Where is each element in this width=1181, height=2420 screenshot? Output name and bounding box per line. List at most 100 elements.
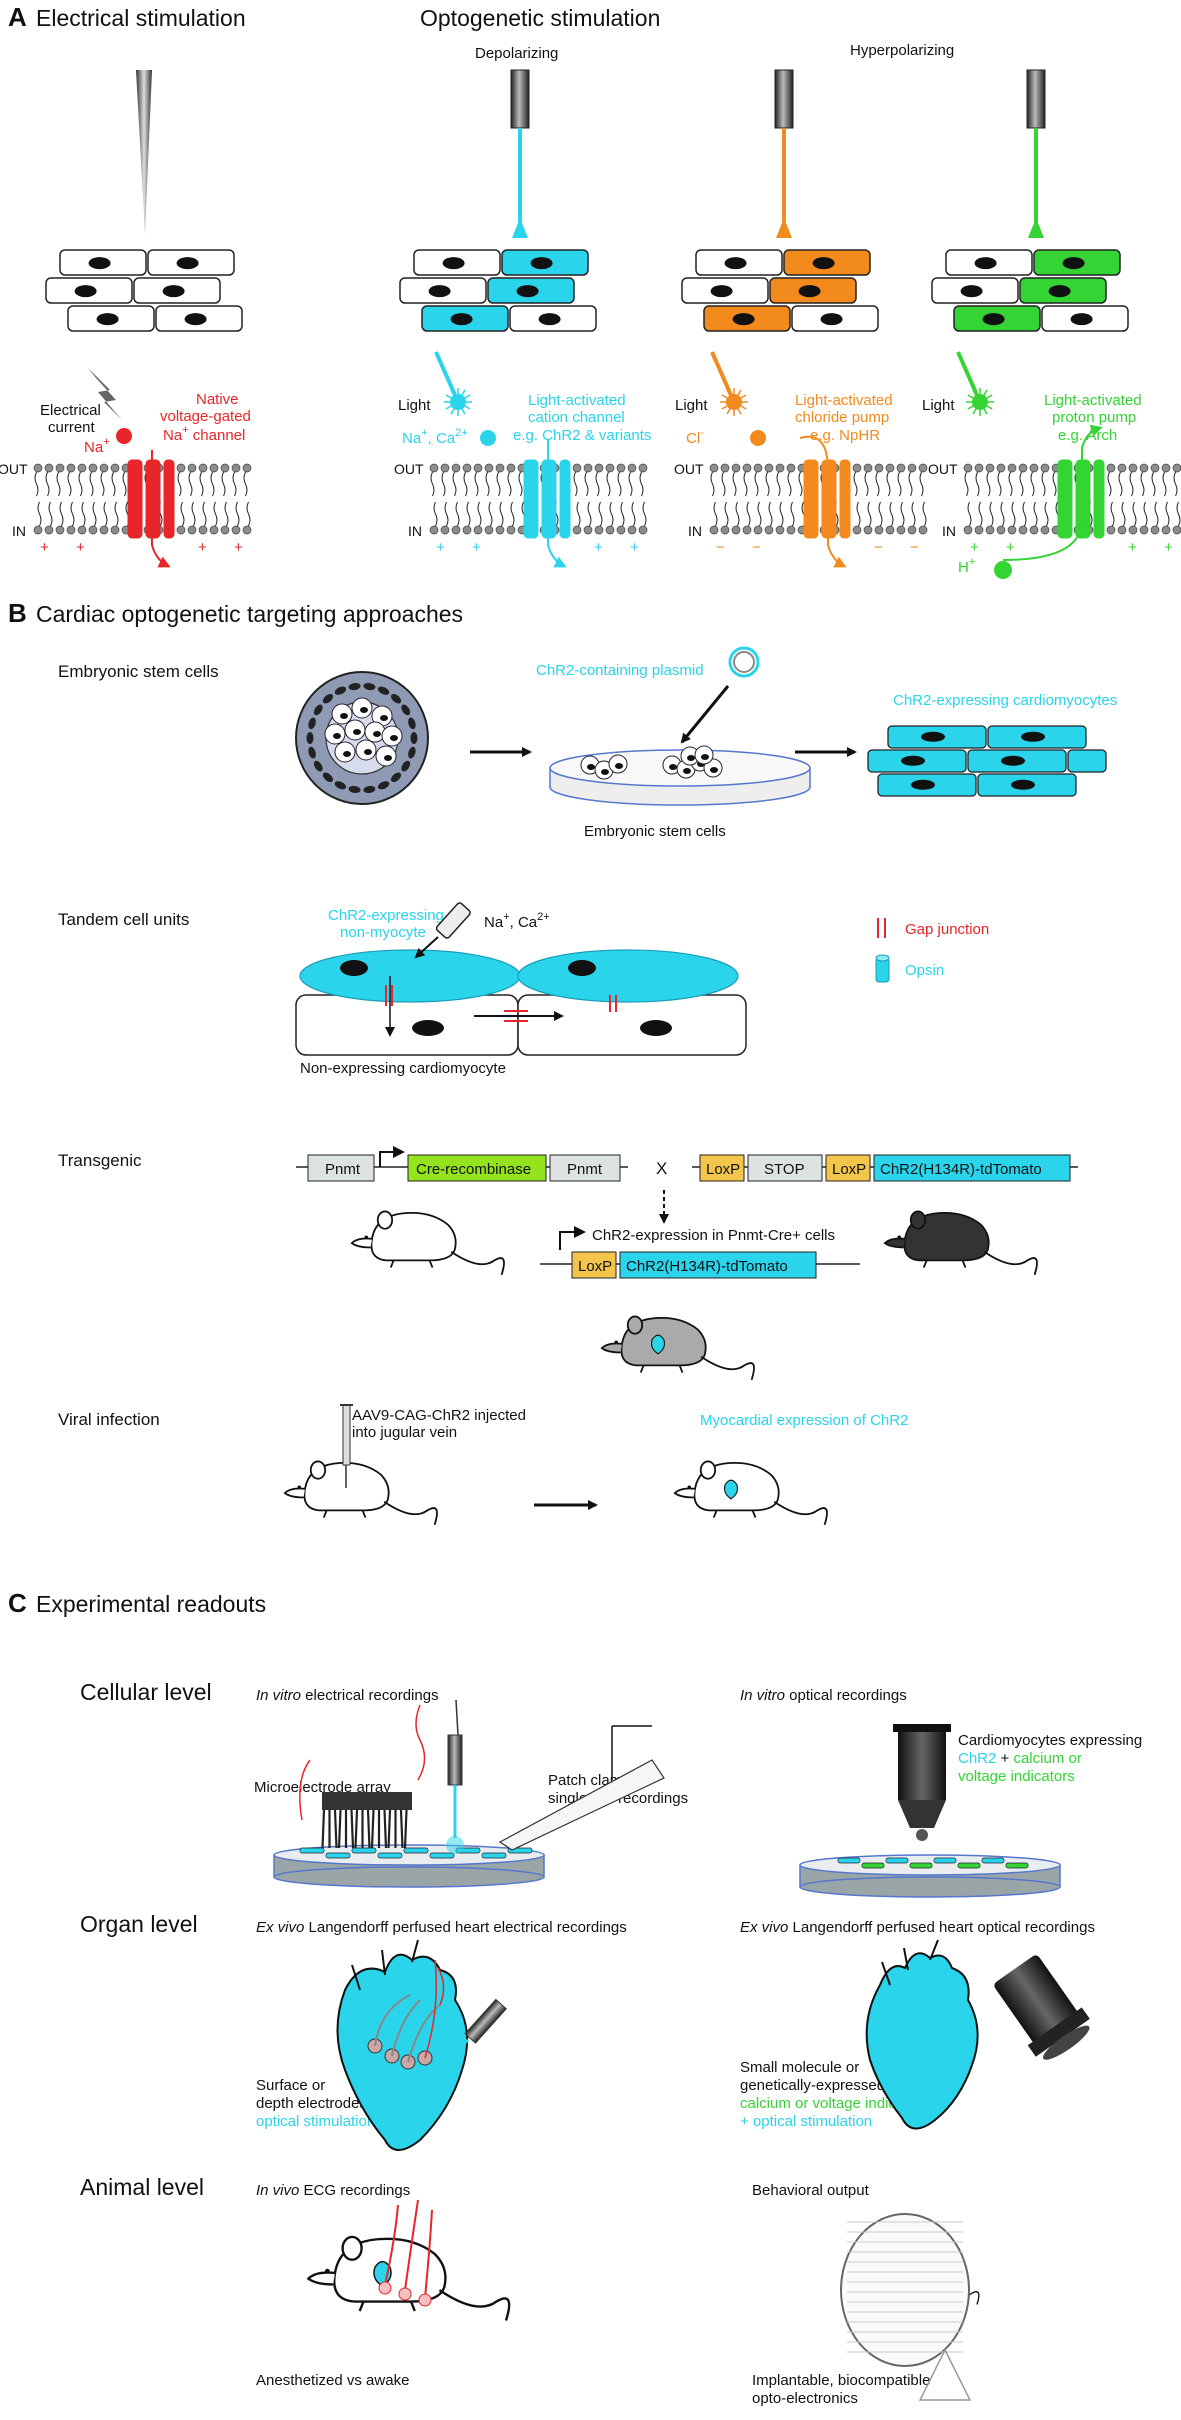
charge-sign: + — [234, 539, 243, 556]
arch-ion-label: H+ — [958, 556, 975, 576]
charge-sign: + — [1164, 539, 1173, 556]
heart-icon — [650, 1334, 666, 1355]
animal-level-label: Animal level — [80, 2174, 204, 2200]
nucleus — [450, 313, 473, 326]
panel-c-letter: C — [8, 1588, 27, 1618]
cellular-right-title: In vitro optical recordings — [740, 1687, 907, 1704]
tandem-diagram — [295, 902, 747, 1056]
chr2-desc-2: cation channel — [528, 409, 625, 426]
white-mouse-icon — [350, 1210, 505, 1276]
depolarizing-label: Depolarizing — [475, 45, 558, 62]
light-burst-icon — [726, 394, 742, 410]
charge-sign: − — [910, 539, 919, 556]
transgenic-result-text: ChR2-expression in Pnmt-Cre+ cells — [592, 1227, 835, 1244]
gap-junction-legend: Gap junction — [905, 921, 989, 938]
native-channel-label-3: Na+ channel — [163, 424, 245, 444]
esc-dish-label: Embryonic stem cells — [584, 823, 726, 840]
cation-dot — [480, 430, 496, 446]
implantable-label-2: opto-electronics — [752, 2390, 858, 2407]
charge-sign: + — [436, 539, 445, 556]
cm-label-2: ChR2 + calcium or — [958, 1750, 1082, 1767]
light-fiber-icon — [510, 69, 530, 129]
nucleus — [710, 285, 733, 298]
anesthetized-label: Anesthetized vs awake — [256, 2372, 409, 2389]
panel-b-letter: B — [8, 598, 27, 628]
cardiomyocyte-label: Non-expressing cardiomyocyte — [300, 1060, 506, 1077]
viral-result: Myocardial expression of ChR2 — [700, 1412, 908, 1429]
tandem-label: Tandem cell units — [58, 910, 189, 929]
ecg-mouse-icon — [306, 2235, 511, 2321]
nucleus — [538, 313, 561, 326]
small-molecule-label-4: + optical stimulation — [740, 2113, 872, 2130]
loxp-1: LoxP — [706, 1161, 740, 1178]
nucleus — [960, 285, 983, 298]
nphr-cell-layer — [681, 249, 879, 332]
electrical-cell-layer — [45, 249, 243, 332]
camera-objective-icon — [898, 1730, 946, 1800]
channel-subunit — [803, 459, 819, 539]
chr2-ion-label: Na+, Ca2+ — [402, 427, 468, 447]
electrical-stimulation-title: Electrical stimulation — [36, 5, 246, 31]
heart-electrical-icon — [336, 1939, 507, 2151]
nphr-ion-label: Cl- — [686, 427, 704, 447]
sodium-ion-label: Na+ — [84, 436, 110, 456]
ecg-leads — [378, 2199, 433, 2307]
charge-sign: − — [716, 539, 725, 556]
transgenic-label: Transgenic — [58, 1151, 142, 1170]
opsin-legend-icon — [875, 954, 890, 983]
nucleus — [184, 313, 207, 326]
nonmyocyte-label-2: non-myocyte — [340, 924, 426, 941]
black-mouse-icon — [883, 1210, 1038, 1276]
injected-mouse-icon — [283, 1460, 438, 1526]
organ-level-label: Organ level — [80, 1911, 198, 1937]
light-fiber-icon — [1026, 69, 1046, 129]
nucleus — [162, 285, 185, 298]
nucleus — [442, 257, 465, 270]
cross-symbol: X — [656, 1159, 667, 1178]
arch-cell-layer — [931, 249, 1129, 332]
result-loxp: LoxP — [578, 1258, 612, 1275]
promoter-arrow-icon — [393, 1146, 405, 1158]
injection-label-1: AAV9-CAG-ChR2 injected — [352, 1407, 526, 1424]
in-label: IN — [408, 523, 422, 539]
esc-label: Embryonic stem cells — [58, 662, 219, 681]
nonmyocyte-label-1: ChR2-expressing — [328, 907, 444, 924]
in-label: IN — [942, 523, 956, 539]
plasmid-arrow — [680, 685, 730, 744]
charge-sign: + — [630, 539, 639, 556]
viral-label: Viral infection — [58, 1410, 160, 1429]
chr2-cardiomyocytes-icon — [867, 725, 1107, 797]
behavioral-output-title: Behavioral output — [752, 2182, 870, 2199]
nucleus — [724, 257, 747, 270]
chr2-desc-1: Light-activated — [528, 392, 626, 409]
petri-dish-esc — [549, 745, 811, 806]
surface-label-2: depth electrodes + — [256, 2095, 380, 2112]
native-channel-label-1: Native — [196, 391, 239, 408]
patch-pipette-icon — [498, 1759, 665, 1851]
light-burst-icon — [972, 394, 988, 410]
nucleus — [798, 285, 821, 298]
panel-c-title: Experimental readouts — [36, 1591, 266, 1617]
light-burst-icon — [450, 394, 466, 410]
cellular-level-label: Cellular level — [80, 1679, 212, 1705]
electrical-current-label-1: Electrical — [40, 402, 101, 419]
esc-result-label: ChR2-expressing cardiomyocytes — [893, 692, 1117, 709]
light-beam — [710, 351, 736, 403]
charge-sign: + — [594, 539, 603, 556]
organ-left-title: Ex vivo Langendorff perfused heart elect… — [256, 1919, 627, 1936]
small-molecule-label-1: Small molecule or — [740, 2059, 859, 2076]
channel-subunit — [127, 459, 143, 539]
hyperpolarizing-label: Hyperpolarizing — [850, 42, 954, 59]
opsin-legend: Opsin — [905, 962, 944, 979]
mea-label: Microelectrode array — [254, 1779, 391, 1796]
out-label: OUT — [394, 461, 424, 477]
nphr-desc-3: e.g. NpHR — [810, 427, 880, 444]
lightning-bolt-icon — [88, 368, 122, 420]
optogenetic-stimulation-title: Optogenetic stimulation — [420, 5, 660, 31]
charge-sign: + — [40, 539, 49, 556]
cation-flow-arrow — [547, 440, 567, 568]
charge-sign: + — [76, 539, 85, 556]
